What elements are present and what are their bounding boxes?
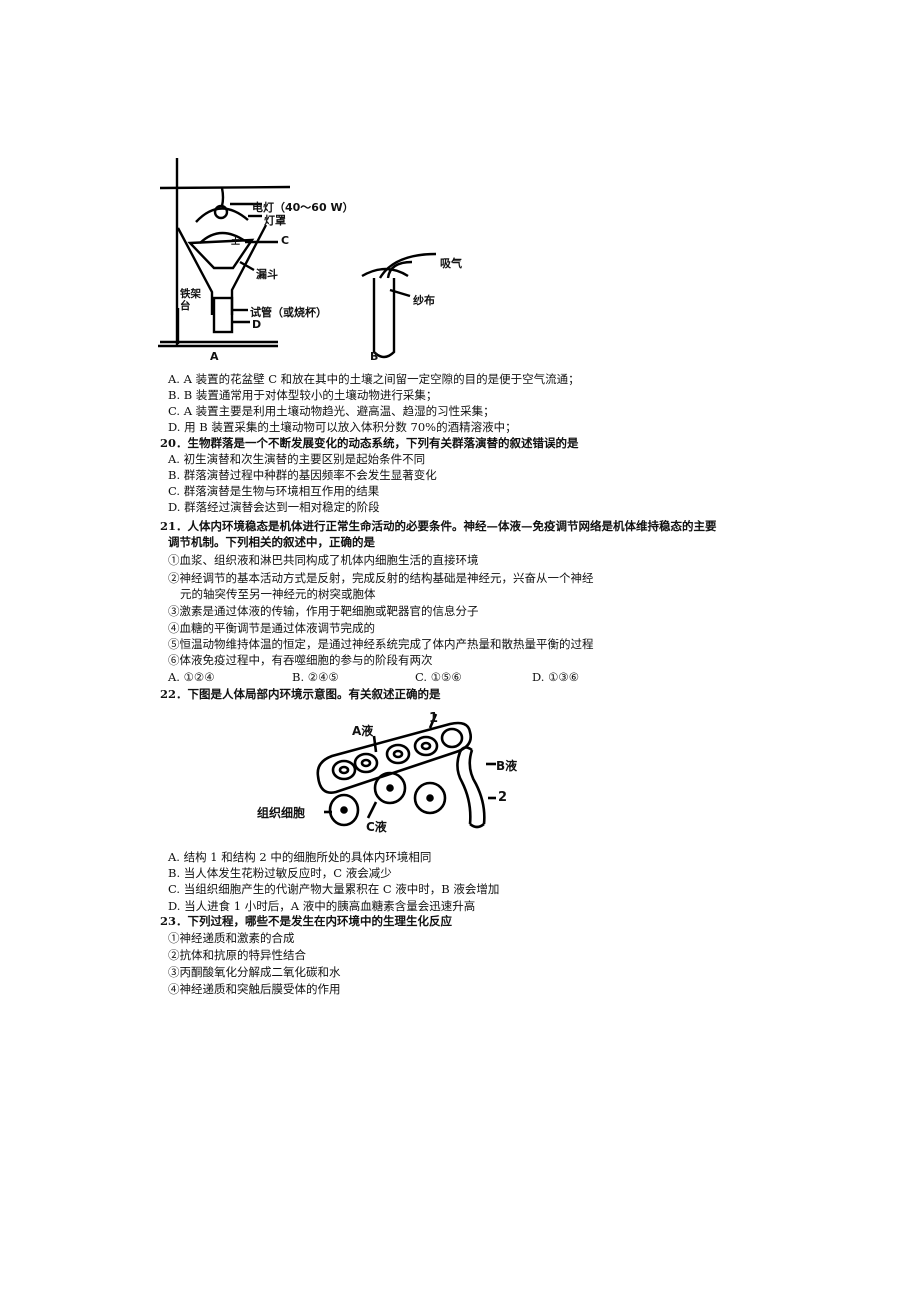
q21-stem-line2: 调节机制。下列相关的叙述中，正确的是 bbox=[168, 535, 375, 549]
q21-item-3: ③激素是通过体液的传输，作用于靶细胞或靶器官的信息分子 bbox=[168, 604, 479, 618]
q21-item-4: ④血糖的平衡调节是通过体液调节完成的 bbox=[168, 621, 375, 635]
q21-item-1: ①血浆、组织液和淋巴共同构成了机体内细胞生活的直接环境 bbox=[168, 553, 479, 567]
q19-option-d: D. 用 B 装置采集的土壤动物可以放入体积分数 70%的酒精溶液中； bbox=[168, 420, 517, 434]
collection-apparatus-drawing bbox=[158, 158, 437, 359]
q19-option-c: C. A 装置主要是利用土壤动物趋光、避高温、趋湿的习性采集； bbox=[168, 404, 495, 418]
q21-item-2-cont: 元的轴突传至另一神经元的树突或胞体 bbox=[180, 587, 376, 601]
q20-option-d: D. 群落经过演替会达到一相对稳定的阶段 bbox=[168, 500, 380, 514]
q21-choice-b: B. ②④⑤ bbox=[292, 670, 339, 684]
q20-option-b: B. 群落演替过程中种群的基因频率不会发生显著变化 bbox=[168, 468, 437, 482]
structure-2-label: 2 bbox=[498, 790, 508, 805]
a-fluid-label: A液 bbox=[352, 724, 374, 738]
q23-item-1: ①神经递质和激素的合成 bbox=[168, 931, 295, 945]
q19-option-a: A. A 装置的花盆壁 C 和放在其中的土壤之间留一定空隙的目的是便于空气流通； bbox=[168, 372, 580, 386]
capillary-tissue-drawing bbox=[316, 713, 496, 829]
shade-label: 灯罩 bbox=[264, 214, 286, 227]
q21-choice-d: D. ①③⑥ bbox=[532, 670, 580, 684]
tissue-cell-label: 组织细胞 bbox=[257, 806, 306, 820]
c-label: C bbox=[281, 234, 290, 247]
q21-choice-a: A. ①②④ bbox=[168, 670, 215, 684]
q22-option-c: C. 当组织细胞产生的代谢产物大量累积在 C 液中时，B 液会增加 bbox=[168, 882, 500, 896]
q23-item-3: ③丙酮酸氧化分解成二氧化碳和水 bbox=[168, 965, 341, 979]
q23-stem: 23．下列过程，哪些不是发生在内环境中的生理生化反应 bbox=[160, 914, 453, 928]
q22-option-b: B. 当人体发生花粉过敏反应时，C 液会减少 bbox=[168, 866, 392, 880]
q19-option-b: B. B 装置通常用于对体型较小的土壤动物进行采集； bbox=[168, 388, 438, 402]
c-fluid-label: C液 bbox=[366, 820, 387, 834]
d-label: D bbox=[252, 318, 262, 331]
soil-label: 土 bbox=[231, 237, 241, 247]
q23-item-4: ④神经递质和突触后膜受体的作用 bbox=[168, 982, 341, 996]
device-a-label: A bbox=[210, 350, 219, 363]
lamp-label: 电灯（40～60 W） bbox=[252, 201, 354, 214]
q21-item-2: ②神经调节的基本活动方式是反射，完成反射的结构基础是神经元，兴奋从一个神经 bbox=[168, 571, 594, 585]
device-b-label: B bbox=[370, 350, 379, 363]
q20-stem: 20．生物群落是一个不断发展变化的动态系统，下列有关群落演替的叙述错误的是 bbox=[160, 436, 579, 450]
q22-stem: 22．下图是人体局部内环境示意图。有关叙述正确的是 bbox=[160, 687, 441, 701]
gauze-label: 纱布 bbox=[413, 294, 435, 307]
q22-option-d: D. 当人进食 1 小时后，A 液中的胰高血糖素含量会迅速升高 bbox=[168, 899, 476, 913]
blow-label: 吸气 bbox=[440, 257, 462, 270]
b-fluid-label: B液 bbox=[496, 759, 518, 773]
q21-stem-line1: 21．人体内环境稳态是机体进行正常生命活动的必要条件。神经—体液—免疫调节网络是… bbox=[160, 519, 717, 533]
q21-item-5: ⑤恒温动物维持体温的恒定，是通过神经系统完成了体内产热量和散热量平衡的过程 bbox=[168, 637, 594, 651]
stand-label: 铁架台 bbox=[180, 288, 201, 312]
q22-option-a: A. 结构 1 和结构 2 中的细胞所处的具体内环境相同 bbox=[168, 850, 432, 864]
q23-item-2: ②抗体和抗原的特异性结合 bbox=[168, 948, 306, 962]
tube-label: 试管（或烧杯） bbox=[250, 306, 327, 319]
funnel-label: 漏斗 bbox=[256, 268, 278, 281]
structure-1-label: 1 bbox=[429, 711, 439, 726]
q21-item-6: ⑥体液免疫过程中，有吞噬细胞的参与的阶段有两次 bbox=[168, 653, 433, 667]
q20-option-c: C. 群落演替是生物与环境相互作用的结果 bbox=[168, 484, 380, 498]
q20-option-a: A. 初生演替和次生演替的主要区别是起始条件不同 bbox=[168, 452, 426, 466]
q21-choice-c: C. ①⑤⑥ bbox=[415, 670, 462, 684]
